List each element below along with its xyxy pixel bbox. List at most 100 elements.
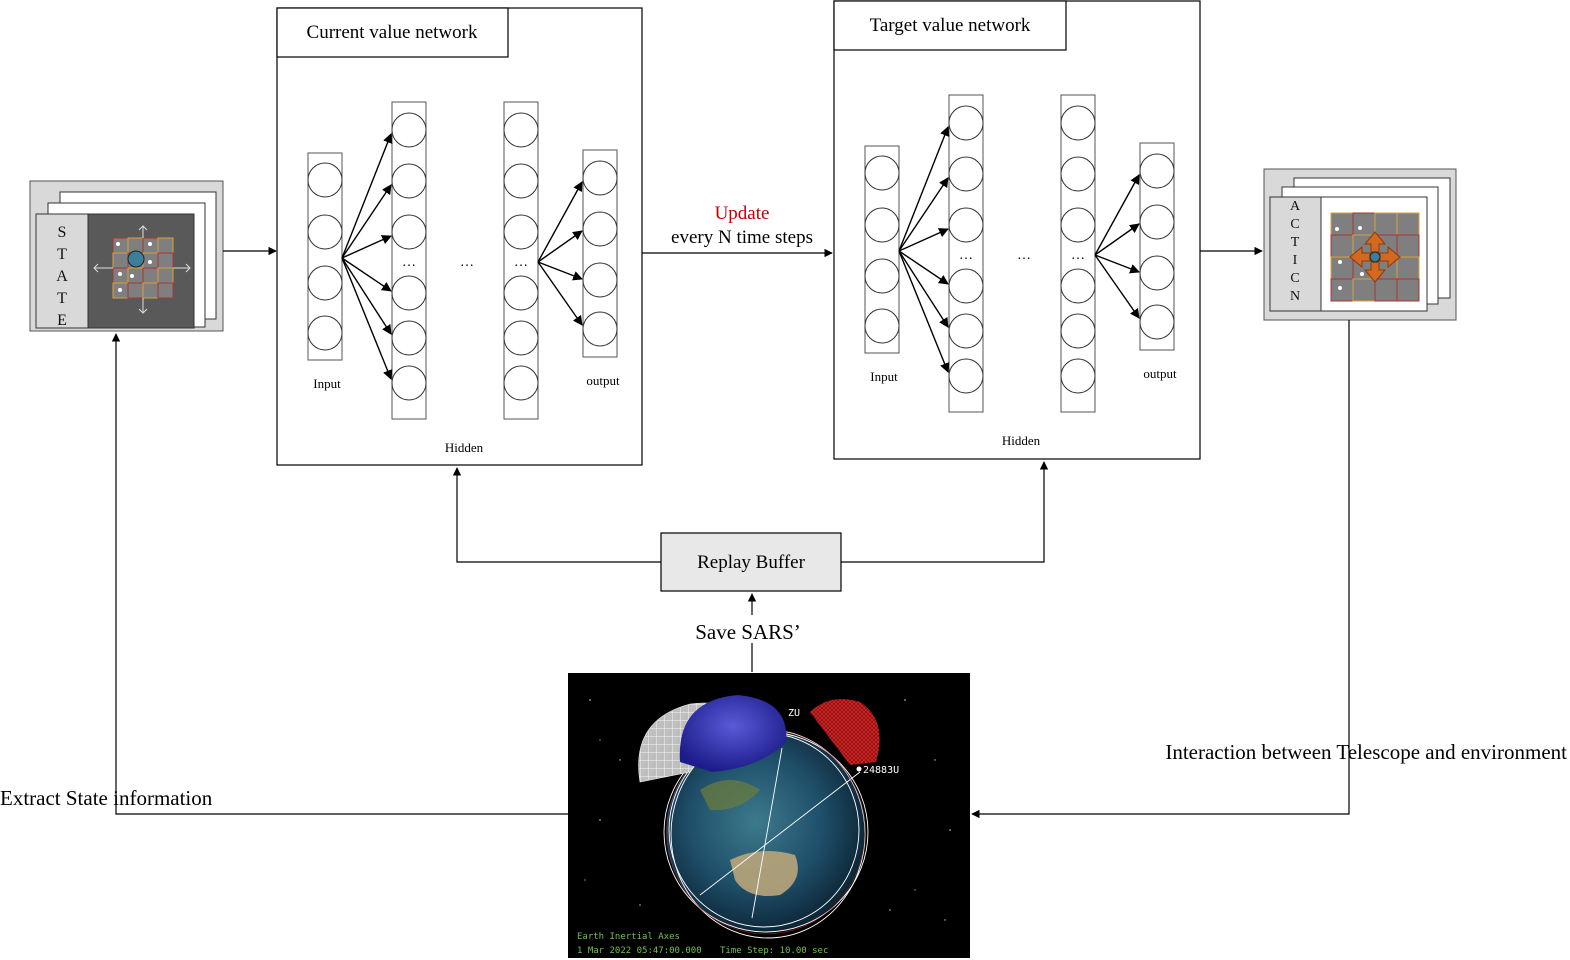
state-letter: A (56, 268, 68, 285)
current-input-label: Input (313, 376, 341, 391)
current-output-label: output (586, 373, 620, 388)
state-vertical-label: S T A T E (52, 222, 72, 332)
action-vertical-label: A C T I C N (1285, 198, 1305, 306)
grid-cell (157, 252, 174, 269)
grid-cell (1396, 234, 1420, 258)
action-letter: C (1290, 217, 1300, 232)
node (1060, 268, 1096, 304)
node (864, 308, 900, 344)
state-letter: E (57, 312, 67, 329)
target-hidden2-nodes (1060, 105, 1096, 394)
node (503, 365, 539, 401)
node (391, 365, 427, 401)
node (503, 112, 539, 148)
interaction-label: Interaction between Telescope and enviro… (1165, 740, 1567, 764)
state-letter: T (57, 290, 67, 307)
node (1060, 358, 1096, 394)
current-ellipsis-3: … (514, 255, 528, 270)
node (1139, 204, 1175, 240)
action-grid (1330, 212, 1420, 302)
current-network-title: Current value network (307, 22, 478, 43)
action-letter: A (1289, 199, 1301, 214)
satellite-icon (1338, 260, 1342, 264)
star (589, 699, 591, 701)
state-grid-background (87, 213, 195, 329)
grid-cell (1330, 256, 1354, 280)
star (619, 759, 621, 761)
node (1060, 105, 1096, 141)
satellite-icon (130, 274, 134, 278)
node (391, 214, 427, 250)
current-input-arrows (341, 133, 393, 380)
current-hidden2-nodes (503, 112, 539, 401)
node (307, 265, 343, 301)
node (948, 358, 984, 394)
arrow-left-icon (93, 263, 113, 273)
state-grid (112, 237, 174, 299)
star (934, 759, 936, 761)
simulation-view (568, 673, 970, 958)
state-satellite-markers (116, 242, 152, 292)
node (307, 214, 343, 250)
current-output-arrows (537, 181, 583, 326)
interaction-arrow (971, 320, 1350, 819)
node (391, 320, 427, 356)
node (948, 105, 984, 141)
state-direction-arrows (93, 225, 191, 314)
node (391, 275, 427, 311)
satellite-icon (1360, 272, 1364, 276)
grid-cell (157, 282, 174, 299)
node (503, 320, 539, 356)
target-hidden-label: Hidden (1002, 433, 1041, 448)
grid-cell (1396, 278, 1420, 302)
star (639, 904, 641, 906)
node (1060, 313, 1096, 349)
star (904, 699, 906, 701)
grid-cell (142, 282, 159, 299)
arrow-up-icon (138, 225, 148, 238)
target-hidden1-nodes (948, 105, 984, 394)
star (599, 819, 601, 821)
node (503, 275, 539, 311)
grid-cell (1396, 212, 1420, 236)
replay-buffer-box (660, 532, 842, 592)
earth-axes-label: Earth Inertial Axes (577, 932, 680, 942)
replay-to-target-arrow (841, 461, 1049, 563)
node (307, 315, 343, 351)
satellite-icon (1358, 226, 1362, 230)
telescope-icon (1369, 251, 1381, 263)
state-panel (29, 180, 224, 332)
grid-cell (1396, 256, 1420, 280)
node (582, 160, 618, 196)
satellite-icon (118, 272, 122, 276)
target-ellipsis-1: … (959, 248, 973, 263)
target-network-title: Target value network (870, 15, 1031, 36)
satellite-marker (856, 766, 862, 772)
star (584, 879, 586, 881)
node (864, 155, 900, 191)
australia-landmass (730, 851, 798, 896)
node (582, 262, 618, 298)
sensor-cone-blue (679, 695, 787, 772)
ground-track (699, 771, 861, 896)
target-input-nodes (864, 155, 900, 344)
action-letter: C (1290, 271, 1300, 286)
node (1139, 153, 1175, 189)
node (582, 211, 618, 247)
extract-state-arrow (111, 333, 568, 815)
satellite-icon (118, 288, 122, 292)
star (599, 739, 601, 741)
state-letter: T (57, 246, 67, 263)
satellite-icon (1335, 227, 1339, 231)
satellite-icon (116, 242, 120, 246)
grid-cell (127, 282, 144, 299)
node (582, 311, 618, 347)
grid-cell (157, 237, 174, 254)
arrow-right-icon (173, 263, 191, 273)
simulation-timestamp: 1 Mar 2022 05:47:00.000 (577, 946, 702, 956)
node (391, 112, 427, 148)
node (864, 207, 900, 243)
node (1139, 255, 1175, 291)
state-letter: S (57, 224, 67, 241)
grid-cell (157, 267, 174, 284)
